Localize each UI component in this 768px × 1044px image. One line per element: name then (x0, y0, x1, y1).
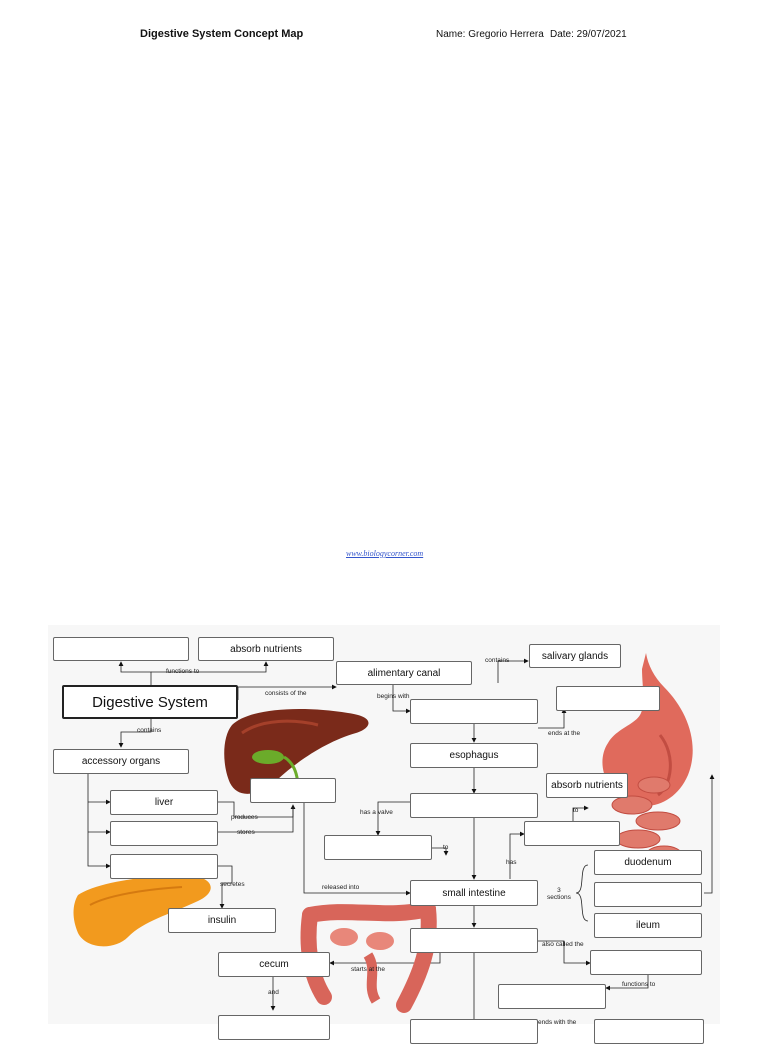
label-3-sections: 3 sections (547, 887, 571, 901)
blank-box-valve[interactable] (324, 835, 432, 860)
small-intestine-box: small intestine (410, 880, 538, 906)
page-title: Digestive System Concept Map (140, 28, 304, 40)
label-and: and (268, 989, 279, 996)
label-secretes: secretes (220, 881, 245, 888)
label-produces: produces (231, 814, 258, 821)
label-stores: stores (237, 829, 255, 836)
blank-box-colon[interactable] (590, 950, 702, 975)
blank-box-pancreas[interactable] (110, 854, 218, 879)
digestive-system-box: Digestive System (62, 685, 238, 719)
blank-box-stomach-part[interactable] (410, 793, 538, 818)
concept-map: absorb nutrients Digestive System alimen… (48, 625, 720, 1044)
absorb-nutrients-right-box: absorb nutrients (546, 773, 628, 798)
label-to-mid: to (443, 844, 449, 851)
label-functions-to: functions to (166, 668, 200, 675)
blank-box-rectum[interactable] (410, 1019, 538, 1044)
source-link[interactable]: www.biologycorner.com (346, 549, 424, 558)
blank-box-gallbladder[interactable] (110, 821, 218, 846)
blank-box-anus[interactable] (594, 1019, 704, 1044)
blank-box-mouth[interactable] (410, 699, 538, 724)
label-has: has (506, 859, 517, 866)
date-text: Date: 29/07/2021 (550, 29, 627, 40)
label-released-into: released into (322, 884, 360, 891)
label-functions-to-bottom: functions to (622, 981, 656, 988)
label-contains-top: contains (485, 657, 510, 664)
absorb-nutrients-box: absorb nutrients (198, 637, 334, 661)
liver-box: liver (110, 790, 218, 815)
salivary-glands-box: salivary glands (529, 644, 621, 668)
ileum-box: ileum (594, 913, 702, 938)
blank-box-large-intestine[interactable] (410, 928, 538, 953)
label-consists-of: consists of the (265, 690, 307, 697)
blank-box-functions[interactable] (53, 637, 189, 661)
insulin-box: insulin (168, 908, 276, 933)
label-starts-at: starts at the (351, 966, 385, 973)
accessory-organs-box: accessory organs (53, 749, 189, 774)
label-has-a-valve: has a valve (360, 809, 393, 816)
student-name: Name: Gregorio Herrera (436, 29, 544, 40)
esophagus-box: esophagus (410, 743, 538, 768)
blank-box-to[interactable] (524, 821, 620, 846)
blank-box-jejunum[interactable] (594, 882, 702, 907)
connector-lines (73, 653, 715, 1024)
alimentary-canal-box: alimentary canal (336, 661, 472, 685)
label-also-called: also called the (542, 941, 584, 948)
cecum-box: cecum (218, 952, 330, 977)
label-ends-at-the: ends at the (548, 730, 581, 737)
label-begins-with: begins with (377, 693, 410, 700)
label-to-right: to (573, 807, 579, 814)
duodenum-box: duodenum (594, 850, 702, 875)
blank-box-stomach[interactable] (556, 686, 660, 711)
blank-box-appendix[interactable] (218, 1015, 330, 1040)
blank-box-bile[interactable] (250, 778, 336, 803)
pancreas-illustration (73, 874, 211, 947)
label-contains-left: contains (137, 727, 162, 734)
label-ends-with: ends with the (538, 1019, 577, 1026)
blank-box-functions-bottom[interactable] (498, 984, 606, 1009)
liver-illustration (224, 709, 369, 794)
